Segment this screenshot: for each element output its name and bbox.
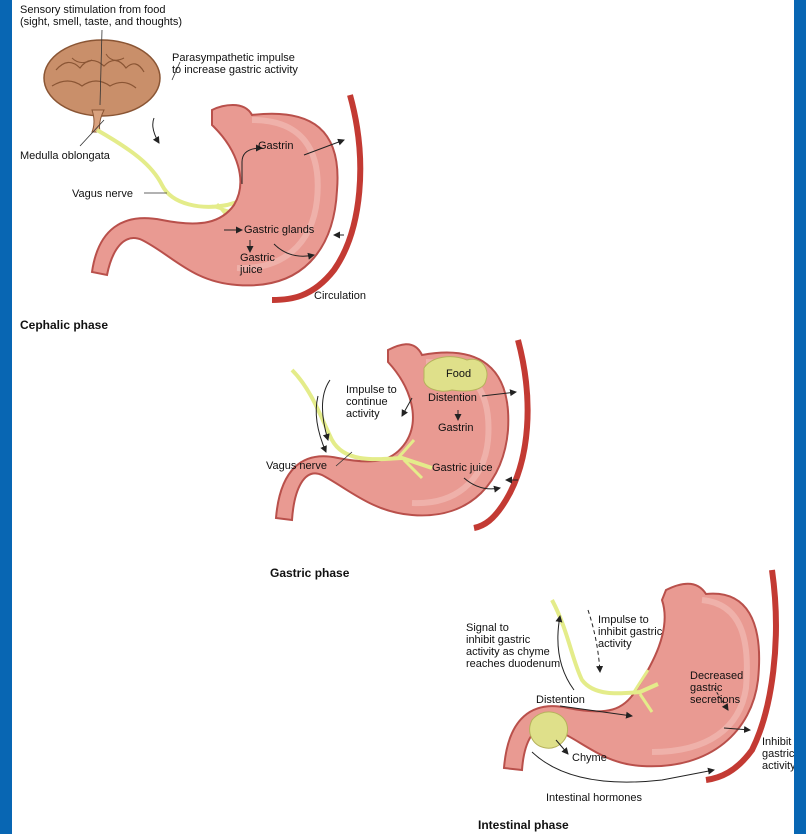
parasympathetic-impulse-label: Parasympathetic impulse to increase gast… — [172, 52, 298, 76]
sensory-stimulation-label: Sensory stimulation from food (sight, sm… — [20, 4, 182, 28]
cephalic-phase-title: Cephalic phase — [20, 318, 108, 332]
duodenum-chyme — [530, 712, 568, 748]
inhibit-signal-label: Signal to inhibit gastric activity as ch… — [466, 622, 560, 670]
gastric-juice-label: Gastric juice — [432, 462, 493, 474]
chyme-label: Chyme — [572, 752, 607, 764]
gastric-phase-title: Gastric phase — [270, 566, 349, 580]
circulation-label: Circulation — [314, 290, 366, 302]
inhibit-activity-label: Inhibit gastric activity — [762, 736, 794, 772]
gastric-glands-label: Gastric glands — [244, 224, 314, 236]
diagram-illustration — [12, 0, 794, 834]
continue-impulse-label: Impulse to continue activity — [346, 384, 397, 420]
gastric-distention-label: Distention — [428, 392, 477, 404]
inhibit-impulse-label: Impulse to inhibit gastric activity — [598, 614, 662, 650]
intestinal-distention-label: Distention — [536, 694, 585, 706]
cephalic-gastrin-label: Gastrin — [258, 140, 293, 152]
gastric-vagus-nerve-label: Vagus nerve — [266, 460, 327, 472]
decreased-secretions-label: Decreased gastric secretions — [690, 670, 743, 706]
cephalic-vagus-nerve-label: Vagus nerve — [72, 188, 133, 200]
cephalic-vagus-nerve — [97, 130, 244, 224]
food-label: Food — [446, 368, 471, 380]
diagram-canvas: Sensory stimulation from food (sight, sm… — [12, 0, 794, 834]
gastric-gastrin-label: Gastrin — [438, 422, 473, 434]
cephalic-gastric-juice-label: Gastric juice — [240, 252, 275, 276]
intestinal-hormones-label: Intestinal hormones — [546, 792, 642, 804]
medulla-oblongata-label: Medulla oblongata — [20, 150, 110, 162]
intestinal-phase-title: Intestinal phase — [478, 818, 569, 832]
brain-illustration — [44, 40, 160, 132]
